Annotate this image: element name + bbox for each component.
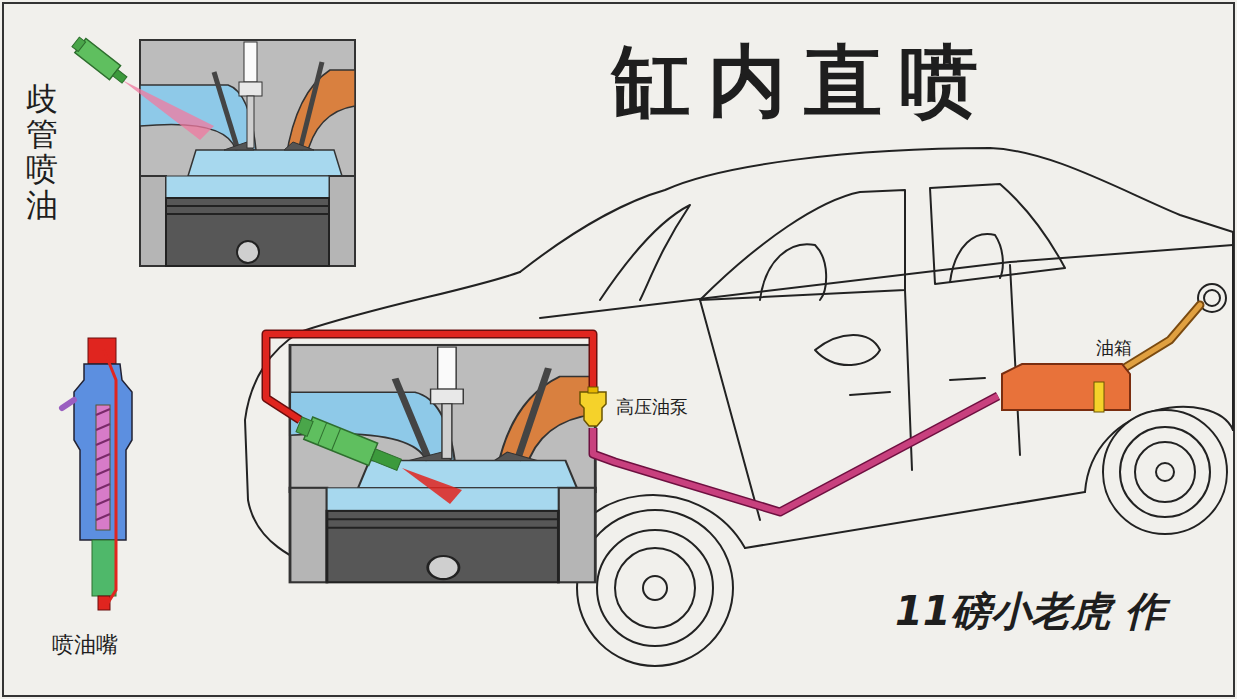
tyre: [1103, 410, 1227, 534]
tyre: [577, 510, 733, 666]
injector-tip: [371, 449, 401, 471]
node-label: 高压油泵: [616, 395, 688, 419]
injector-ring: [318, 423, 327, 445]
pump-cap: [588, 387, 598, 393]
tank-label-row: 油箱: [998, 336, 1134, 360]
engine-section: [290, 345, 595, 582]
frame: [3, 3, 1234, 696]
fuel-tank: [998, 360, 1134, 416]
injector-body: [74, 364, 132, 540]
nozzle: [92, 540, 116, 596]
injector-ring: [332, 428, 341, 450]
hub: [1156, 463, 1174, 481]
injector-cutaway: [62, 338, 132, 610]
fuel-spray: [402, 468, 462, 504]
pump-body: [580, 392, 606, 426]
window: [700, 190, 905, 300]
high-pressure-line: [266, 334, 593, 420]
belt-line: [540, 245, 1233, 318]
rear-wheel: [1103, 410, 1227, 534]
seat: [950, 234, 1003, 282]
hub: [643, 576, 667, 600]
pump-symbol: [578, 386, 608, 428]
pump-node: 高压油泵: [578, 386, 688, 428]
window: [930, 184, 1065, 284]
high-pressure-line: [266, 334, 593, 420]
hood-line: [300, 272, 520, 332]
front-wheel: [577, 510, 733, 666]
injector-body: [296, 417, 313, 436]
door-line: [905, 290, 912, 470]
engine-section: [290, 345, 595, 582]
rear-body: [1232, 232, 1234, 430]
fuel-line: [593, 396, 998, 512]
door-line: [700, 300, 760, 520]
tank-body: [1002, 364, 1130, 410]
signature: 11磅小老虎 作: [895, 584, 1165, 639]
coil-winding: [96, 409, 110, 520]
a-pillar: [600, 205, 690, 300]
rim: [615, 548, 695, 628]
rim: [1120, 427, 1210, 517]
fuel-filter: [1094, 382, 1104, 412]
fuel-inlet: [88, 338, 116, 364]
part-label: 喷油嘴: [52, 630, 118, 660]
title: 缸内直喷: [612, 30, 996, 135]
fuel-line: [593, 396, 998, 512]
rim: [597, 530, 713, 646]
injector: [70, 35, 130, 87]
tank-node: 油箱: [998, 336, 1134, 416]
connector: [62, 400, 74, 408]
door-handle: [850, 378, 985, 395]
fuel-passage: [104, 350, 116, 606]
node-label: 油箱: [998, 336, 1132, 360]
mirror: [815, 335, 880, 365]
sill: [745, 492, 1085, 548]
door-line: [1010, 265, 1020, 455]
side-label: 歧管喷油: [26, 82, 58, 223]
injector-tip: [113, 69, 127, 83]
fuel-cap: [1204, 290, 1220, 306]
fuel-line-outline: [593, 396, 998, 512]
engine-section: [140, 40, 355, 266]
fuel-spray: [122, 80, 214, 140]
injector-body: [304, 417, 378, 465]
injector: [295, 413, 404, 476]
rim: [1135, 442, 1195, 502]
seat: [760, 244, 826, 300]
solenoid-coil: [96, 405, 110, 530]
injector-body: [72, 37, 86, 51]
